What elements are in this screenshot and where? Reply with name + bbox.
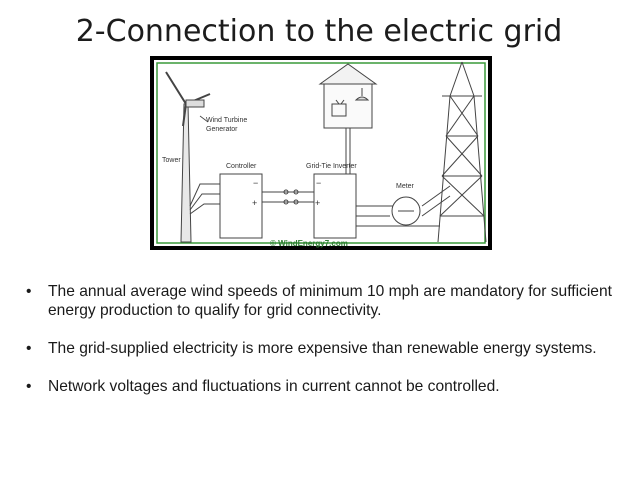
wind-turbine-label: Wind Turbine — [206, 117, 247, 124]
house-icon — [318, 63, 378, 129]
bullet-text: The grid-supplied electricity is more ex… — [48, 340, 597, 357]
inverter-plus: + — [315, 198, 320, 208]
controller-label: Controller — [226, 163, 257, 170]
inverter-box — [313, 173, 357, 239]
controller-minus: − — [253, 178, 258, 188]
controller-plus: + — [252, 198, 257, 208]
bullet-text: Network voltages and fluctuations in cur… — [48, 378, 500, 395]
controller-box — [219, 173, 263, 239]
bullet-marker: • — [26, 340, 32, 357]
bullet-marker: • — [26, 283, 32, 300]
bullet-marker: • — [26, 378, 32, 395]
tower-label: Tower — [162, 157, 181, 164]
wiring — [189, 128, 451, 227]
wind-turbine-icon — [165, 71, 211, 243]
bullet-list: • The annual average wind speeds of mini… — [26, 282, 612, 415]
diagram-svg: Wind Turbine Generator Tower Controller … — [154, 60, 488, 248]
inverter-minus: − — [316, 178, 321, 188]
slide-title: 2-Connection to the electric grid — [75, 14, 563, 49]
bullet-text: The annual average wind speeds of minimu… — [48, 283, 612, 319]
diagram-inner-border — [156, 62, 486, 244]
meter-label: Meter — [396, 183, 415, 190]
bullet-item: • The annual average wind speeds of mini… — [26, 282, 612, 320]
transmission-tower-icon — [437, 61, 487, 243]
inverter-label: Grid-Tie Inverter — [306, 163, 357, 170]
generator-label: Generator — [206, 126, 238, 133]
grid-connection-diagram: Wind Turbine Generator Tower Controller … — [150, 56, 492, 250]
bullet-item: • The grid-supplied electricity is more … — [26, 339, 612, 358]
credit-watermark: © WindEnergy7.com — [270, 239, 348, 248]
bullet-item: • Network voltages and fluctuations in c… — [26, 377, 612, 396]
